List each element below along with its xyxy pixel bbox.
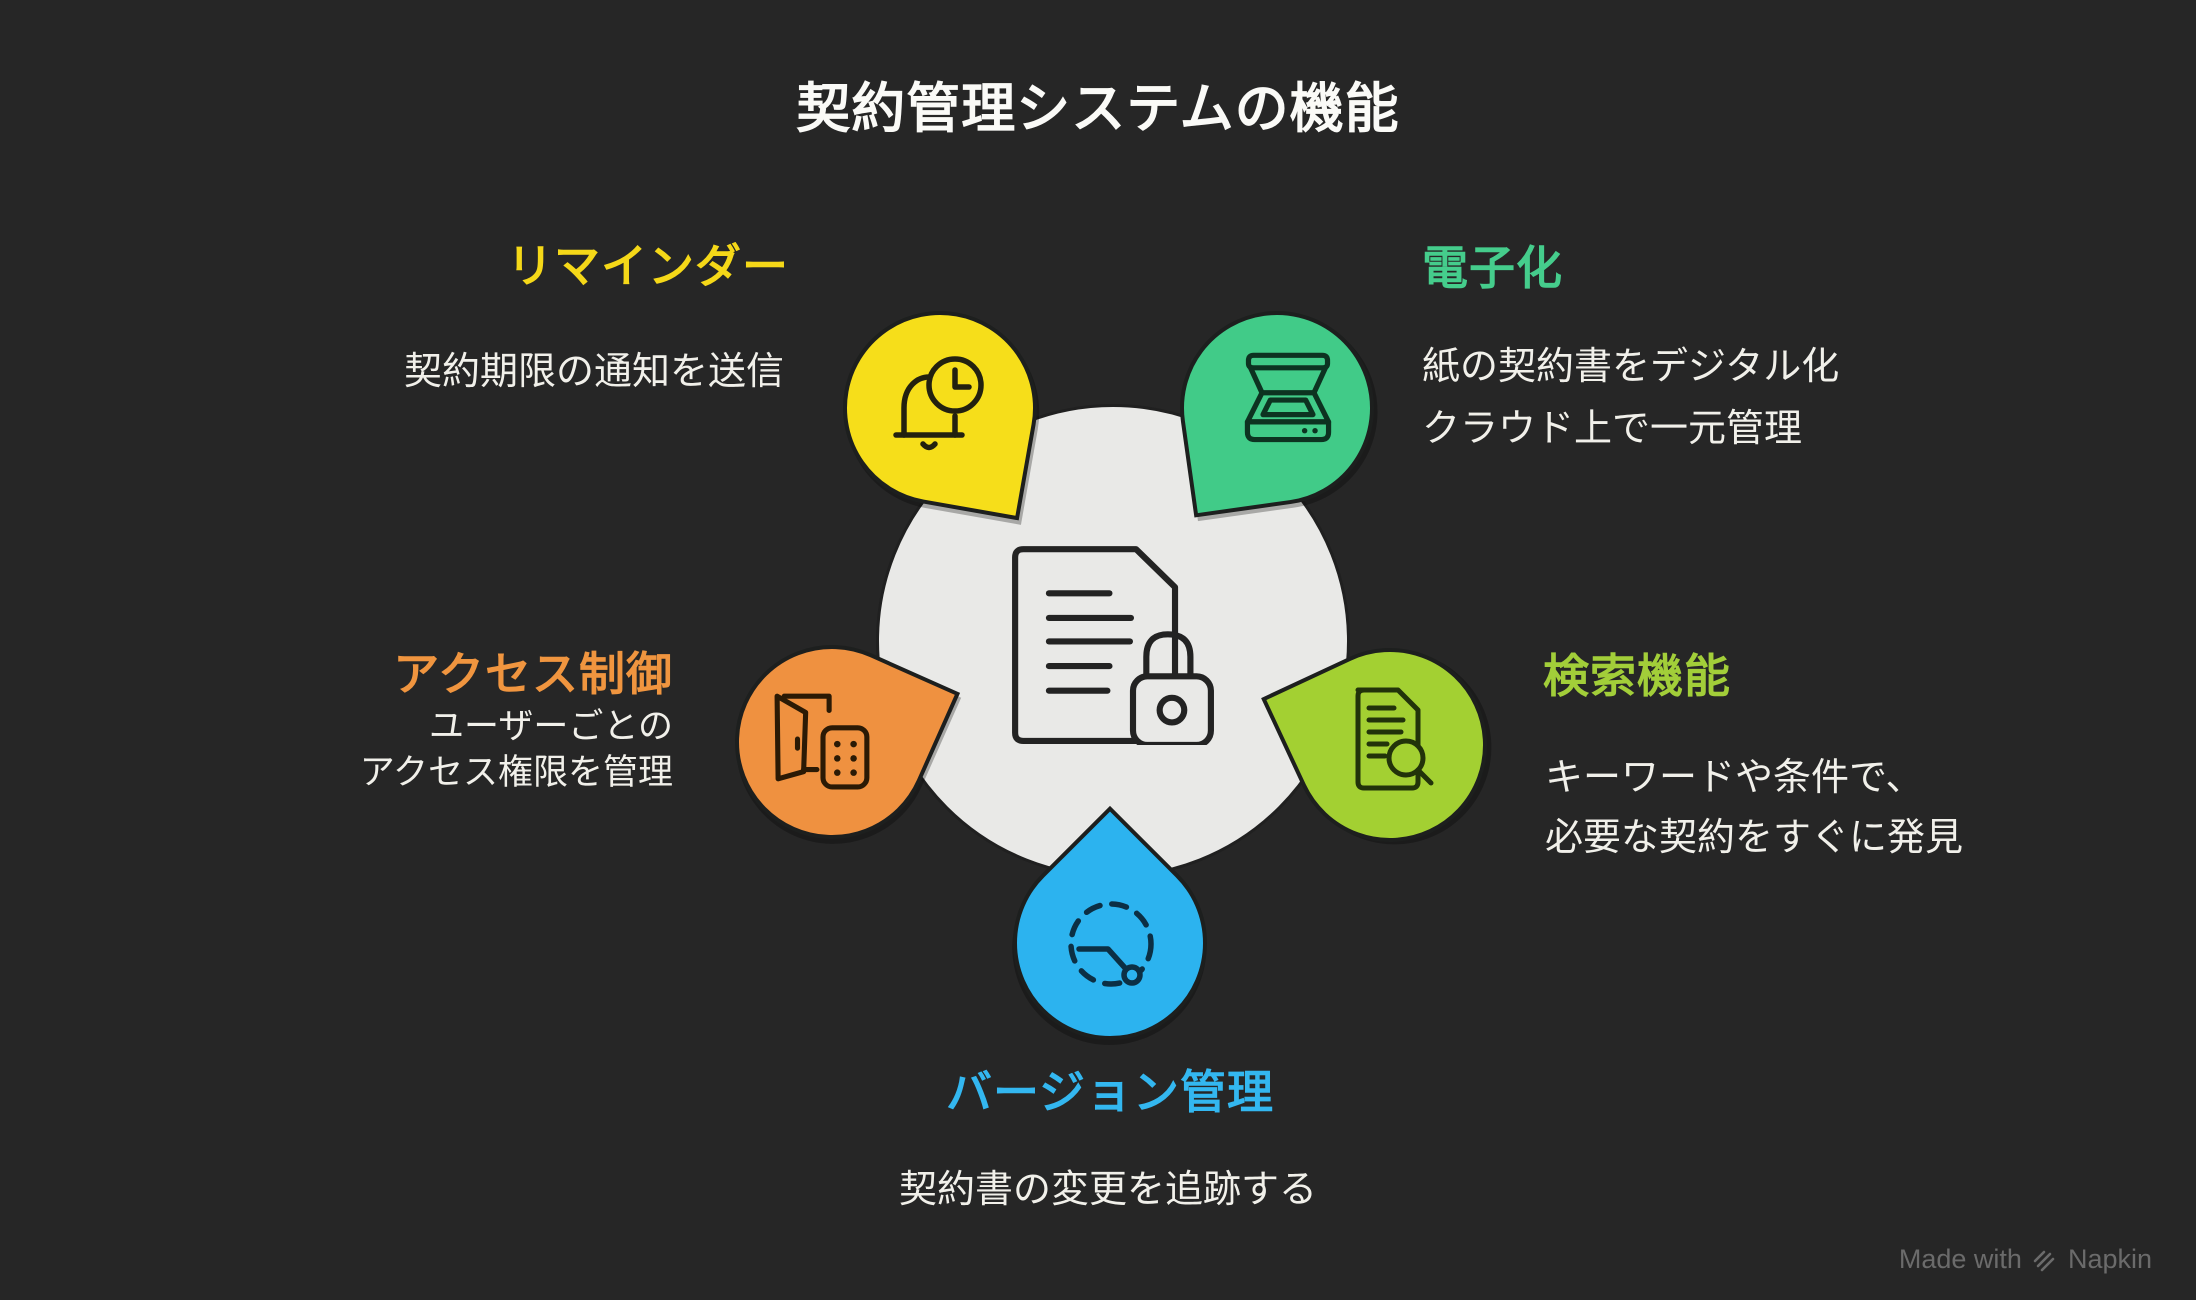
petal-digitization	[1167, 298, 1387, 518]
petal-version	[972, 805, 1248, 1081]
feature-desc-digitization: 紙の契約書をデジタル化 クラウド上で一元管理	[1422, 336, 1839, 460]
feature-desc-line: ユーザーごとの	[429, 707, 673, 746]
document-lock-icon	[1012, 546, 1214, 745]
version-history-icon	[1068, 901, 1154, 987]
feature-title-digitization: 電子化	[1422, 242, 1563, 294]
feature-desc-line: 紙の契約書をデジタル化	[1422, 346, 1840, 388]
feature-desc-line: クラウド上で一元管理	[1422, 408, 1803, 450]
feature-desc-line: 契約期限の通知を送信	[403, 351, 784, 393]
made-with-text: Made with	[1898, 1244, 2022, 1274]
document-search-icon	[1355, 687, 1434, 791]
brand-text: Napkin	[2067, 1244, 2152, 1274]
petal-search	[1261, 616, 1519, 874]
feature-desc-access: ユーザーごとの アクセス権限を管理	[273, 704, 673, 796]
petal-reminder	[827, 295, 1053, 521]
scanner-icon	[1244, 352, 1332, 443]
feature-desc-line: 契約書の変更を追跡する	[898, 1169, 1317, 1211]
feature-desc-search: キーワードや条件で、 必要な契約をすぐに発見	[1545, 748, 1963, 868]
feature-desc-reminder: 契約期限の通知を送信	[294, 340, 894, 395]
petal-access	[703, 613, 961, 871]
napkin-credit: Made with Napkin	[1899, 1244, 2152, 1275]
bell-clock-icon	[893, 356, 984, 451]
feature-desc-line: アクセス権限を管理	[359, 753, 673, 792]
feature-title-access: アクセス制御	[393, 648, 673, 700]
feature-desc-line: 必要な契約をすぐに発見	[1545, 817, 1964, 859]
page-title: 契約管理システムの機能	[796, 79, 1400, 139]
feature-title-reminder: リマインダー	[507, 240, 789, 292]
napkin-logo-icon	[2033, 1250, 2055, 1271]
feature-desc-line: キーワードや条件で、	[1545, 757, 1924, 799]
feature-title-search: 検索機能	[1543, 650, 1731, 702]
feature-desc-version: 契約書の変更を追跡する	[808, 1158, 1408, 1213]
door-keypad-icon	[774, 693, 870, 790]
feature-title-version: バージョン管理	[945, 1066, 1275, 1118]
